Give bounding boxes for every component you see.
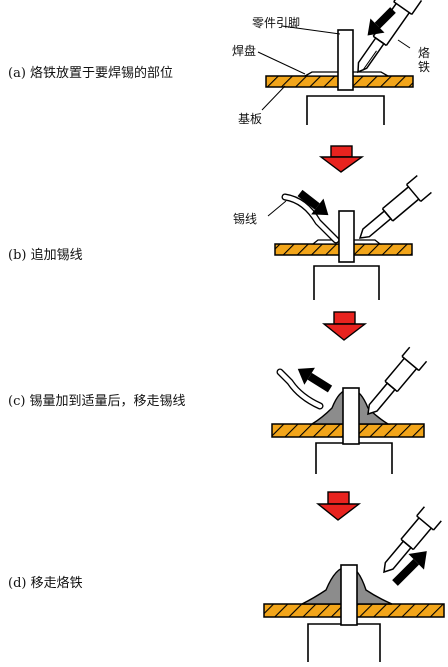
soldering-iron bbox=[383, 506, 442, 574]
fixture-frame bbox=[306, 95, 385, 125]
step-a-label: (a) 烙铁放置于要焊锡的部位 bbox=[8, 66, 174, 81]
solder-wire-callout: 锡线 bbox=[233, 212, 258, 226]
step-c-figure bbox=[271, 346, 428, 474]
component-lead bbox=[342, 387, 360, 445]
pad-callout: 焊盘 bbox=[232, 44, 257, 58]
fixture-frame bbox=[315, 442, 393, 474]
step-b-figure bbox=[267, 175, 432, 300]
step-b-label: (b) 追加锡线 bbox=[8, 248, 83, 263]
down-arrow-icon bbox=[322, 311, 368, 341]
black-arrow-icon bbox=[392, 551, 427, 586]
iron-callout: 烙铁 bbox=[418, 46, 431, 74]
component-lead bbox=[337, 29, 354, 91]
soldering-iron bbox=[357, 0, 423, 74]
soldering-iron bbox=[358, 175, 432, 239]
soldering-iron bbox=[367, 346, 428, 416]
fixture-frame bbox=[313, 265, 380, 300]
black-arrow-icon bbox=[367, 7, 396, 36]
down-arrow-icon bbox=[318, 145, 365, 173]
black-arrow-icon bbox=[297, 367, 333, 393]
black-arrow-icon bbox=[297, 189, 329, 216]
component-lead bbox=[340, 564, 358, 626]
fixture-frame bbox=[307, 623, 381, 662]
step-d-label: (d) 移走烙铁 bbox=[8, 576, 83, 591]
step-c-label: (c) 锡量加到适量后，移走锡线 bbox=[8, 394, 186, 409]
component-lead bbox=[338, 210, 355, 263]
step-a-figure bbox=[257, 0, 423, 125]
down-arrow-icon bbox=[316, 491, 362, 521]
substrate-callout: 基板 bbox=[238, 112, 263, 126]
step-d-figure bbox=[263, 506, 445, 662]
